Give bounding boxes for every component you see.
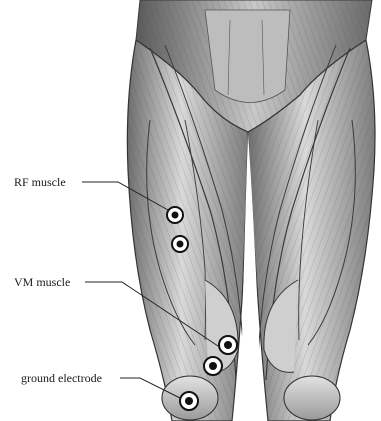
vm-electrode-lower bbox=[204, 357, 222, 375]
ground-electrode-marker bbox=[180, 392, 198, 410]
rf-electrode-lower bbox=[172, 236, 188, 252]
ground-electrode-label: ground electrode bbox=[21, 371, 102, 385]
rf-electrode-upper bbox=[167, 207, 183, 223]
vm-muscle-label: VM muscle bbox=[14, 275, 70, 289]
vm-electrode-upper bbox=[219, 336, 237, 354]
rf-muscle-label: RF muscle bbox=[14, 175, 66, 189]
